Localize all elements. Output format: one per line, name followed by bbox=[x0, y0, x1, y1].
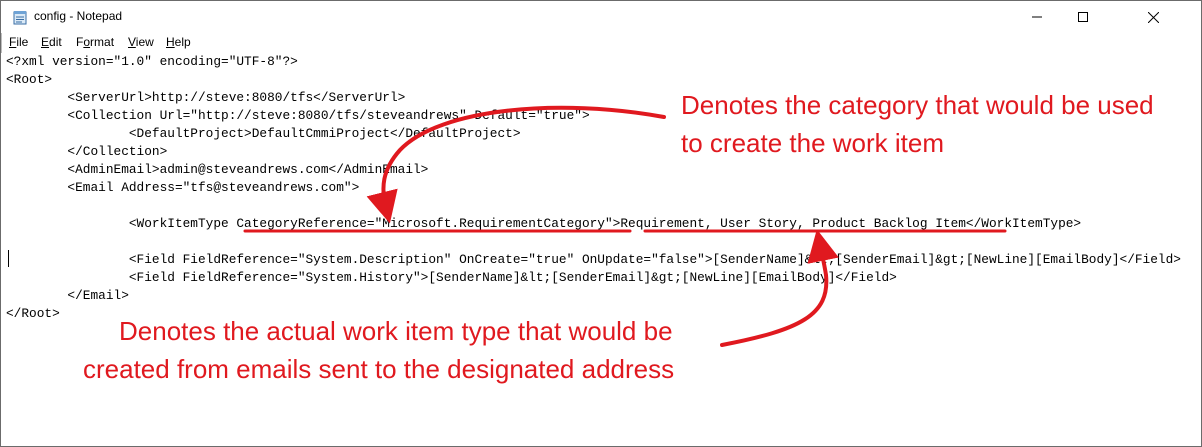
notepad-icon bbox=[13, 11, 27, 25]
minimize-button[interactable] bbox=[1014, 1, 1060, 33]
maximize-icon bbox=[1078, 12, 1088, 22]
annotation-category-line1: Denotes the category that would be used bbox=[681, 90, 1154, 120]
code-line: <Field FieldReference="System.Descriptio… bbox=[6, 252, 1181, 267]
code-line: <Collection Url="http://steve:8080/tfs/s… bbox=[6, 108, 590, 123]
code-line: </Collection> bbox=[6, 144, 168, 159]
window-title: config - Notepad bbox=[34, 9, 123, 23]
code-line: </Email> bbox=[6, 288, 129, 303]
close-icon bbox=[1148, 11, 1159, 23]
code-line: <Root> bbox=[6, 72, 53, 87]
title-bar[interactable]: config - Notepad bbox=[1, 1, 1201, 33]
code-line: <Field FieldReference="System.History">[… bbox=[6, 270, 897, 285]
text-caret bbox=[8, 250, 9, 267]
annotation-worktype-line1: Denotes the actual work item type that w… bbox=[119, 316, 673, 346]
code-line: <ServerUrl>http://steve:8080/tfs</Server… bbox=[6, 90, 406, 105]
annotation-worktype-line2: created from emails sent to the designat… bbox=[83, 354, 675, 384]
menu-file[interactable]: File bbox=[9, 35, 29, 49]
code-line: <Email Address="tfs@steveandrews.com"> bbox=[6, 180, 360, 195]
menu-bar: File Edit Format View Help bbox=[1, 34, 1201, 53]
close-button[interactable] bbox=[1106, 1, 1201, 33]
minimize-icon bbox=[1032, 16, 1042, 18]
code-line: <DefaultProject>DefaultCmmiProject</Defa… bbox=[6, 126, 521, 141]
menu-view[interactable]: View bbox=[128, 35, 154, 49]
menu-help[interactable]: Help bbox=[166, 35, 191, 49]
code-line: </Root> bbox=[6, 306, 60, 321]
code-line: <?xml version="1.0" encoding="UTF-8"?> bbox=[6, 54, 298, 69]
maximize-button[interactable] bbox=[1060, 1, 1106, 33]
annotation-category-line2: to create the work item bbox=[681, 128, 944, 158]
code-line-workitemtype: <WorkItemType CategoryReference="Microso… bbox=[6, 216, 1082, 231]
menu-format[interactable]: Format bbox=[76, 35, 115, 49]
code-line: <AdminEmail>admin@steveandrews.com</Admi… bbox=[6, 162, 429, 177]
menu-edit[interactable]: Edit bbox=[41, 35, 62, 49]
